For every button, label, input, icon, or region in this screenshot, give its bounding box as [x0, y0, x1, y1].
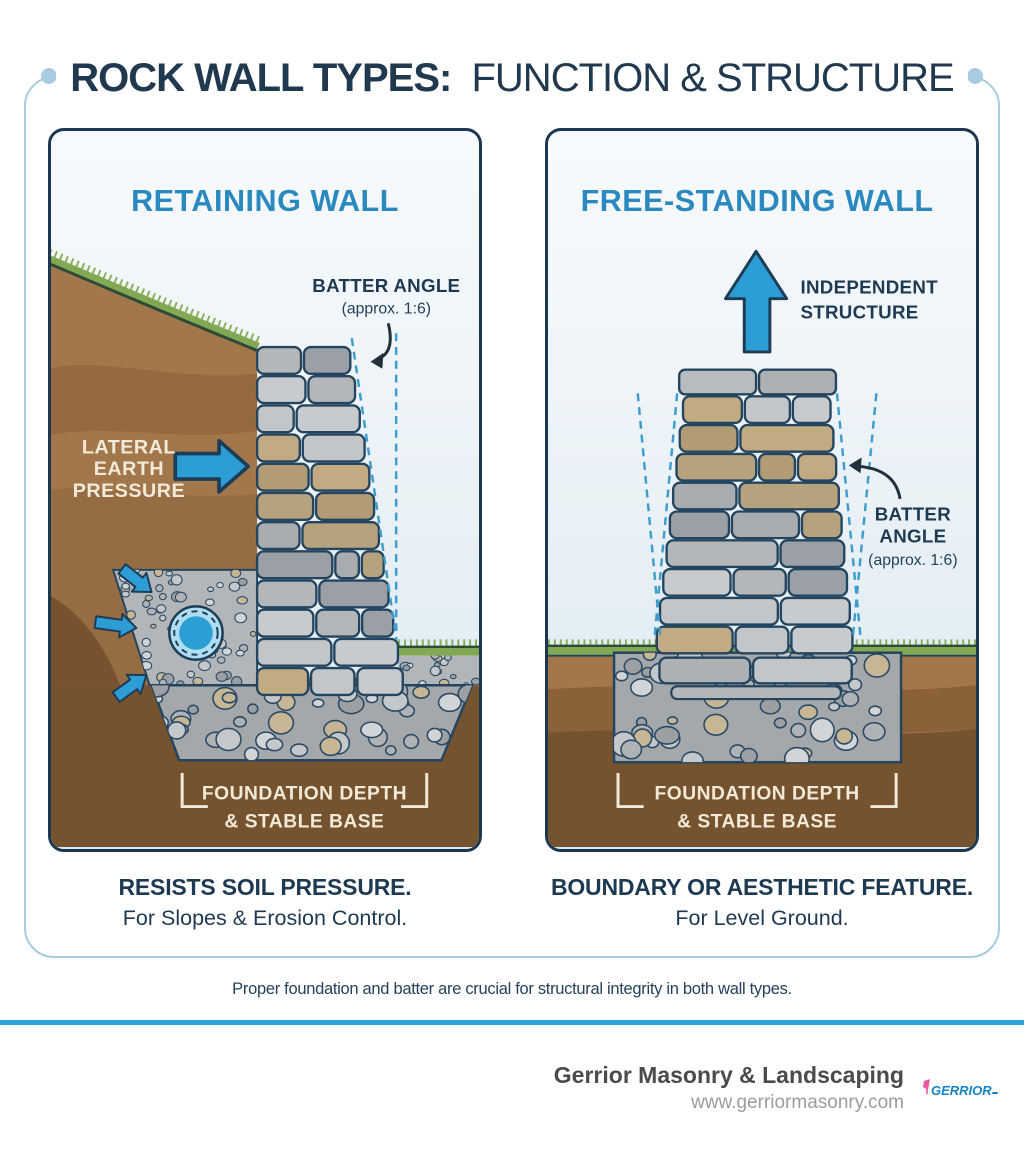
logo-suffix-mark: [992, 1092, 998, 1094]
page-title: ROCK WALL TYPES: FUNCTION & STRUCTURE: [56, 52, 968, 104]
logo-text: GERRIOR: [931, 1083, 992, 1098]
footnote: Proper foundation and batter are crucial…: [232, 980, 792, 998]
divider-line: [0, 1020, 1024, 1025]
batter-guide-lines: [350, 333, 398, 640]
svg-text:& STABLE BASE: & STABLE BASE: [225, 811, 385, 832]
retaining-wall-stones: [255, 345, 404, 697]
retaining-wall-caption: RESISTS SOIL PRESSURE. For Slopes & Eros…: [48, 874, 482, 931]
free-standing-wall-panel: FREE-STANDING WALL INDEPENDENT STRUCTURE…: [545, 128, 979, 852]
caption-bold: RESISTS SOIL PRESSURE.: [118, 874, 412, 900]
batter-angle-label: BATTER ANGLE (approx. 1:6): [868, 504, 957, 569]
svg-text:INDEPENDENT: INDEPENDENT: [800, 277, 938, 298]
svg-text:STRUCTURE: STRUCTURE: [800, 301, 918, 322]
svg-text:FOUNDATION DEPTH: FOUNDATION DEPTH: [202, 784, 407, 805]
batter-angle-label: BATTER ANGLE: [312, 275, 460, 296]
caption-regular: For Level Ground.: [675, 906, 849, 930]
free-standing-wall-diagram: FREE-STANDING WALL INDEPENDENT STRUCTURE…: [548, 133, 976, 847]
independent-structure-arrow-icon: [724, 249, 789, 354]
foundation-brackets: [180, 773, 429, 809]
free-standing-wall-caption: BOUNDARY OR AESTHETIC FEATURE. For Level…: [545, 874, 979, 931]
company-name: Gerrior Masonry & Landscaping: [553, 1062, 904, 1088]
foundation-brackets: [616, 773, 898, 809]
svg-text:PRESSURE: PRESSURE: [73, 480, 185, 502]
lateral-pressure-arrow-icon: [173, 438, 251, 494]
lateral-earth-pressure-label: LATERAL EARTH PRESSURE: [73, 437, 185, 502]
svg-text:BATTER: BATTER: [875, 504, 951, 525]
panel-heading: FREE-STANDING WALL: [581, 184, 934, 218]
soil-slope: [51, 261, 258, 686]
page-title-bold: ROCK WALL TYPES:: [70, 56, 452, 100]
frame-dot-right: [967, 68, 983, 84]
water-flow-arrows-icon: [93, 563, 153, 703]
caption-regular: For Slopes & Erosion Control.: [122, 906, 408, 930]
svg-text:LATERAL: LATERAL: [82, 437, 176, 459]
footer: Gerrior Masonry & Landscaping www.gerrio…: [554, 1062, 1000, 1114]
website-url: www.gerriormasonry.com: [691, 1092, 904, 1113]
batter-pointer-arrow-icon: [370, 322, 392, 369]
foundation-label: FOUNDATION DEPTH & STABLE BASE: [202, 784, 407, 833]
svg-text:(approx. 1:6): (approx. 1:6): [868, 552, 957, 569]
batter-angle-sub: (approx. 1:6): [342, 300, 431, 317]
svg-text:FOUNDATION DEPTH: FOUNDATION DEPTH: [655, 784, 860, 805]
free-standing-wall-stones: [655, 368, 854, 701]
retaining-wall-diagram: RETAINING WALL BATTER ANGLE (approx. 1:6…: [51, 133, 479, 847]
retaining-wall-panel: RETAINING WALL BATTER ANGLE (approx. 1:6…: [48, 128, 482, 852]
drainage-pipe-icon: [168, 605, 224, 661]
foundation-label: FOUNDATION DEPTH & STABLE BASE: [655, 784, 860, 833]
page-title-regular: FUNCTION & STRUCTURE: [471, 56, 954, 100]
svg-text:ANGLE: ANGLE: [879, 525, 946, 546]
grass-slope: [51, 249, 261, 353]
svg-text:& STABLE BASE: & STABLE BASE: [677, 811, 837, 832]
panel-heading: RETAINING WALL: [131, 184, 399, 218]
grass-right: [396, 639, 479, 656]
frame-dot-left: [41, 68, 57, 84]
svg-text:EARTH: EARTH: [94, 458, 164, 480]
independent-structure-label: INDEPENDENT STRUCTURE: [800, 277, 938, 323]
caption-bold: BOUNDARY OR AESTHETIC FEATURE.: [550, 874, 974, 900]
gerrior-logo: GERRIOR: [923, 1079, 998, 1098]
batter-pointer-arrow-icon: [848, 457, 902, 500]
